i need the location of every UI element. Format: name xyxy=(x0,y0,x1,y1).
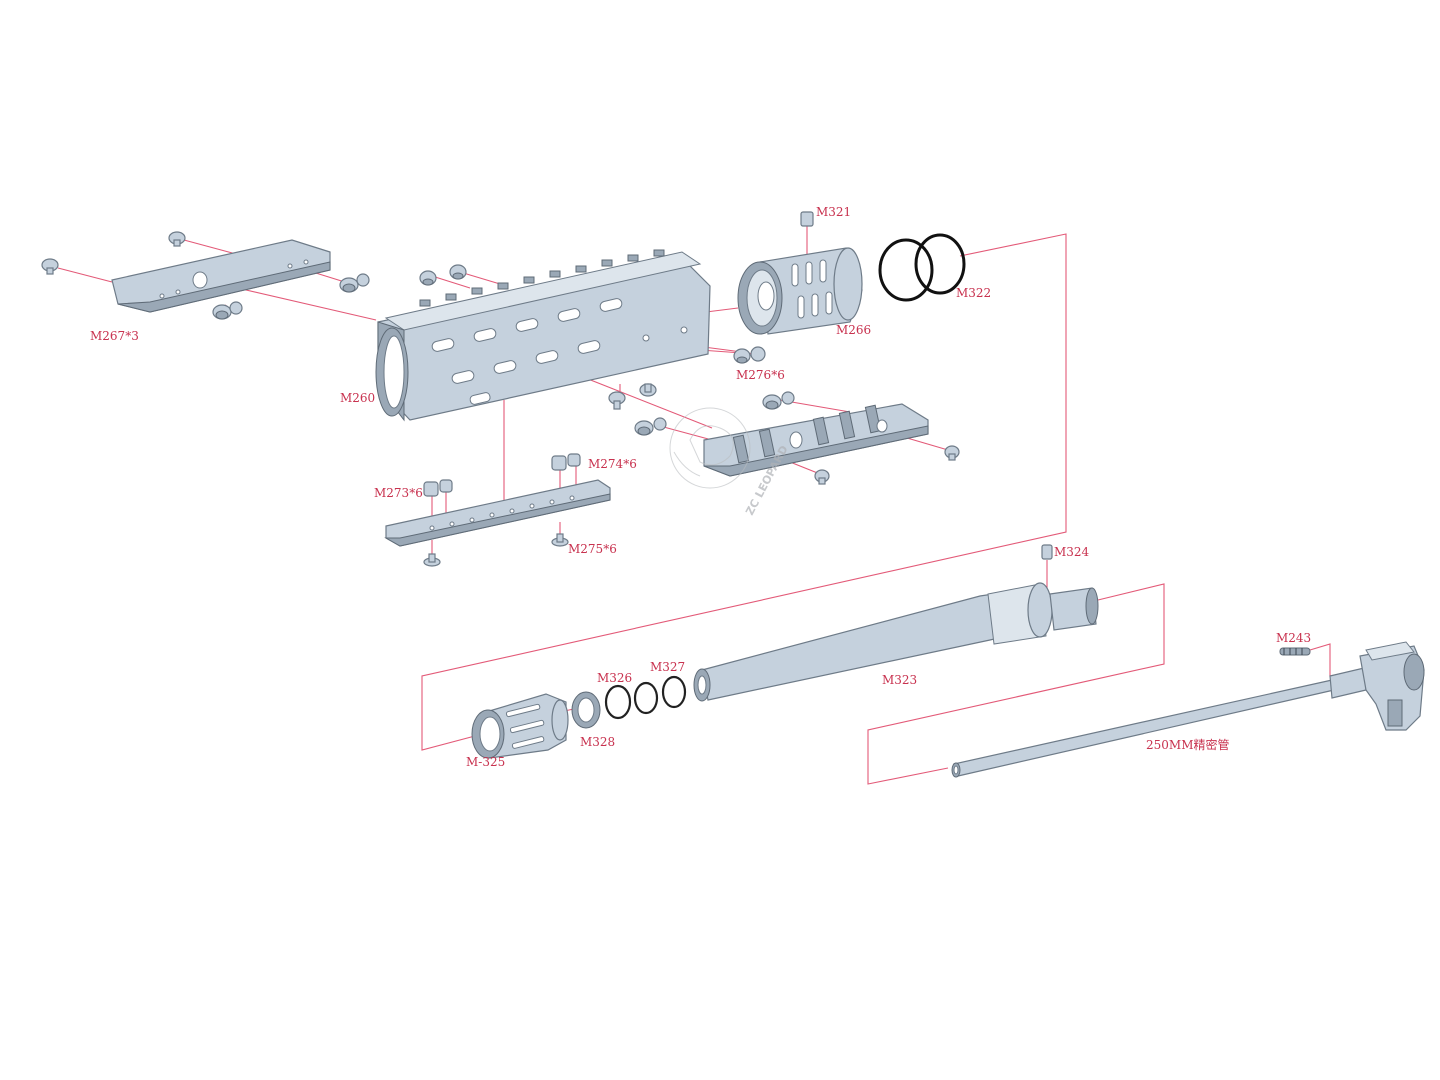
flash-hider xyxy=(471,693,569,759)
handguard xyxy=(375,249,711,422)
screws-right-rail xyxy=(608,383,960,485)
set-screw-m321 xyxy=(800,211,814,227)
screws-m276 xyxy=(733,346,766,364)
o-rings-m322 xyxy=(878,233,966,302)
part-labels: M321 M322 M266 M267*3 M260 M276*6 M273*6… xyxy=(90,205,1311,769)
screws-bottom-rail xyxy=(423,453,581,567)
bottom-rail xyxy=(384,479,611,547)
hop-up-chamber xyxy=(1329,641,1425,731)
screws-left-rail xyxy=(41,231,370,320)
gas-block xyxy=(737,247,863,335)
screws-handguard-top xyxy=(419,264,467,286)
label-m273: M273*6 xyxy=(374,486,423,500)
label-inner-barrel: 250MM精密管 xyxy=(1146,737,1229,752)
label-m267: M267*3 xyxy=(90,329,139,343)
handguard-rail-teeth xyxy=(419,249,665,307)
spring-m243 xyxy=(1279,647,1311,656)
washer-m328 xyxy=(571,691,601,729)
label-m274: M274*6 xyxy=(588,457,637,471)
side-rail-left xyxy=(111,239,331,313)
label-m260: M260 xyxy=(340,391,375,405)
label-m276: M276*6 xyxy=(736,368,785,382)
label-m321: M321 xyxy=(816,205,851,219)
o-ring-m326 xyxy=(604,684,632,720)
label-m324: M324 xyxy=(1054,545,1090,559)
label-m327: M327 xyxy=(650,660,685,674)
label-m328: M328 xyxy=(580,735,615,749)
label-m326: M326 xyxy=(597,671,632,685)
label-m323: M323 xyxy=(882,673,917,687)
o-ring-m327 xyxy=(633,675,687,715)
label-m325: M-325 xyxy=(466,755,505,769)
label-m275: M275*6 xyxy=(568,542,617,556)
label-m243: M243 xyxy=(1276,631,1311,645)
handguard-slots xyxy=(431,298,688,405)
inner-barrel xyxy=(951,679,1335,778)
set-screw-m324 xyxy=(1041,544,1053,560)
label-m266: M266 xyxy=(836,323,871,337)
label-m322: M322 xyxy=(956,286,991,300)
outer-barrel xyxy=(693,582,1099,702)
side-rail-right xyxy=(703,403,929,477)
